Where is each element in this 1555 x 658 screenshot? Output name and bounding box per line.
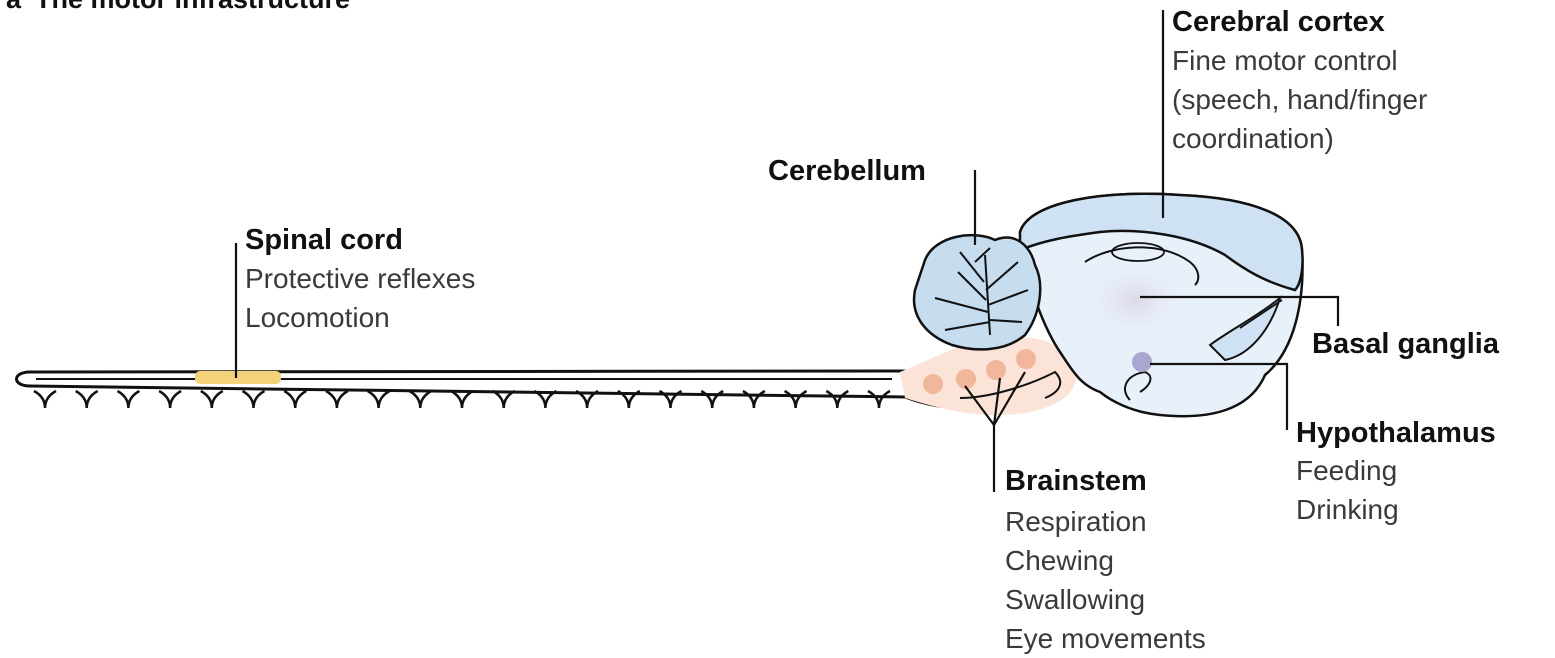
spinal-cord-function-1: Protective reflexes — [245, 259, 475, 298]
spinal-nerve-root — [493, 391, 515, 408]
spinal-nerve-roots — [34, 391, 890, 408]
spinal-nerve-root — [159, 391, 181, 408]
spinal-nerve-root — [451, 391, 473, 408]
panel-title-text: The motor infrastructure — [35, 0, 350, 14]
spinal-cord-highlight — [195, 371, 281, 384]
cerebral-cortex-function-1: Fine motor control — [1172, 41, 1398, 80]
hypothalamus-function-2: Drinking — [1296, 490, 1399, 529]
cerebral-cortex-label: Cerebral cortex — [1172, 3, 1385, 41]
brainstem-function-3: Swallowing — [1005, 580, 1145, 619]
cerebral-cortex-function-2: (speech, hand/finger — [1172, 80, 1427, 119]
brainstem-function-2: Chewing — [1005, 541, 1114, 580]
hypothalamus-function-1: Feeding — [1296, 451, 1397, 490]
brainstem-label: Brainstem — [1005, 462, 1147, 500]
cerebral-cortex-function-3: coordination) — [1172, 119, 1334, 158]
spinal-nerve-root — [284, 391, 306, 408]
spinal-nerve-root — [34, 391, 56, 408]
panel-letter: a — [6, 0, 21, 14]
spinal-nerve-root — [117, 391, 139, 408]
panel-title: a The motor infrastructure — [6, 0, 350, 15]
brainstem-function-4: Eye movements — [1005, 619, 1206, 658]
spinal-nerve-root — [368, 391, 390, 408]
spinal-nerve-root — [409, 391, 431, 408]
spinal-cord-function-2: Locomotion — [245, 298, 390, 337]
spinal-nerve-root — [326, 391, 348, 408]
spinal-cord-label: Spinal cord — [245, 221, 403, 259]
spinal-nerve-root — [243, 391, 265, 408]
brainstem-function-1: Respiration — [1005, 502, 1147, 541]
spinal-nerve-root — [201, 391, 223, 408]
hypothalamus-label: Hypothalamus — [1296, 414, 1496, 452]
basal-ganglia-label: Basal ganglia — [1312, 325, 1499, 363]
spinal-nerve-root — [76, 391, 98, 408]
hypothalamus-dot — [1132, 352, 1152, 372]
cerebellum-label: Cerebellum — [768, 152, 926, 190]
